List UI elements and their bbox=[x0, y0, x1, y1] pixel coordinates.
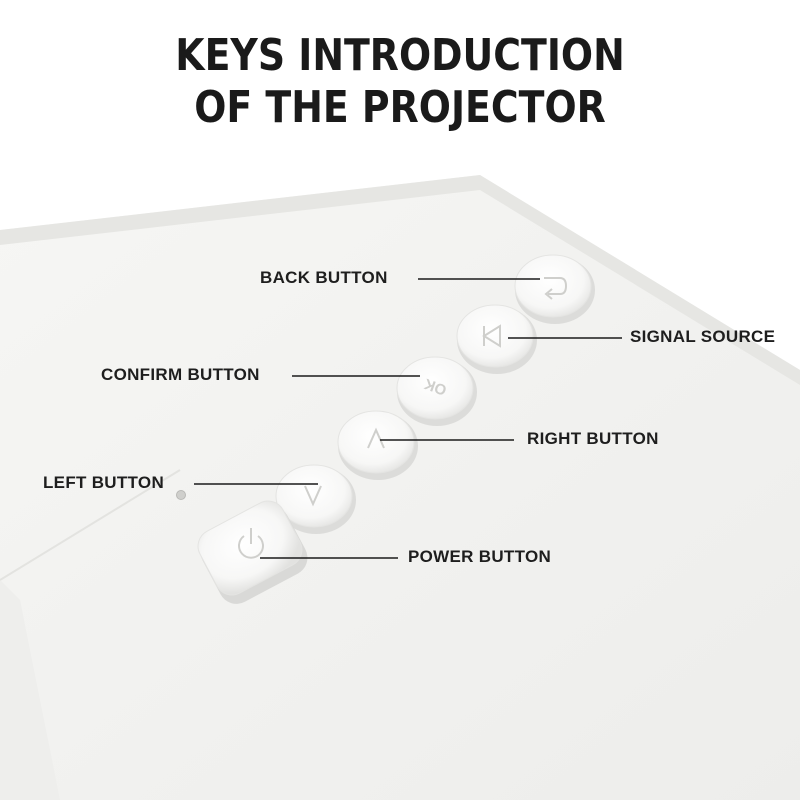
title-line-2: OF THE PROJECTOR bbox=[194, 82, 606, 133]
projector-side-face bbox=[0, 175, 800, 385]
right-key[interactable] bbox=[337, 410, 418, 480]
right-arrow-icon bbox=[367, 427, 385, 449]
right-button-label: RIGHT BUTTON bbox=[527, 429, 659, 448]
indicator-light bbox=[176, 490, 186, 500]
projector-edge bbox=[0, 469, 181, 581]
left-arrow-icon bbox=[304, 485, 322, 507]
page-title: KEYS INTRODUCTION OF THE PROJECTOR bbox=[56, 30, 744, 134]
back-icon bbox=[544, 277, 568, 300]
projector-top-surface bbox=[0, 175, 800, 800]
left-button-label: LEFT BUTTON bbox=[43, 473, 165, 492]
power-key[interactable] bbox=[192, 495, 314, 610]
left-key[interactable] bbox=[275, 464, 356, 534]
signal-source-icon bbox=[482, 324, 501, 348]
ok-key-label: OK bbox=[422, 375, 449, 399]
title-line-1: KEYS INTRODUCTION bbox=[175, 30, 625, 81]
leader-lines bbox=[194, 278, 622, 559]
signal-source-key[interactable] bbox=[456, 304, 537, 374]
power-icon bbox=[238, 528, 264, 559]
keys-row: OK bbox=[192, 254, 595, 610]
back-button-label: BACK BUTTON bbox=[260, 268, 388, 287]
back-key[interactable] bbox=[514, 254, 595, 324]
projector-front-face bbox=[0, 580, 60, 800]
signal-source-label: SIGNAL SOURCE bbox=[630, 327, 776, 346]
confirm-button-label: CONFIRM BUTTON bbox=[101, 365, 260, 384]
power-button-label: POWER BUTTON bbox=[408, 547, 552, 566]
projector-body bbox=[0, 175, 800, 800]
confirm-key[interactable]: OK bbox=[396, 356, 477, 426]
